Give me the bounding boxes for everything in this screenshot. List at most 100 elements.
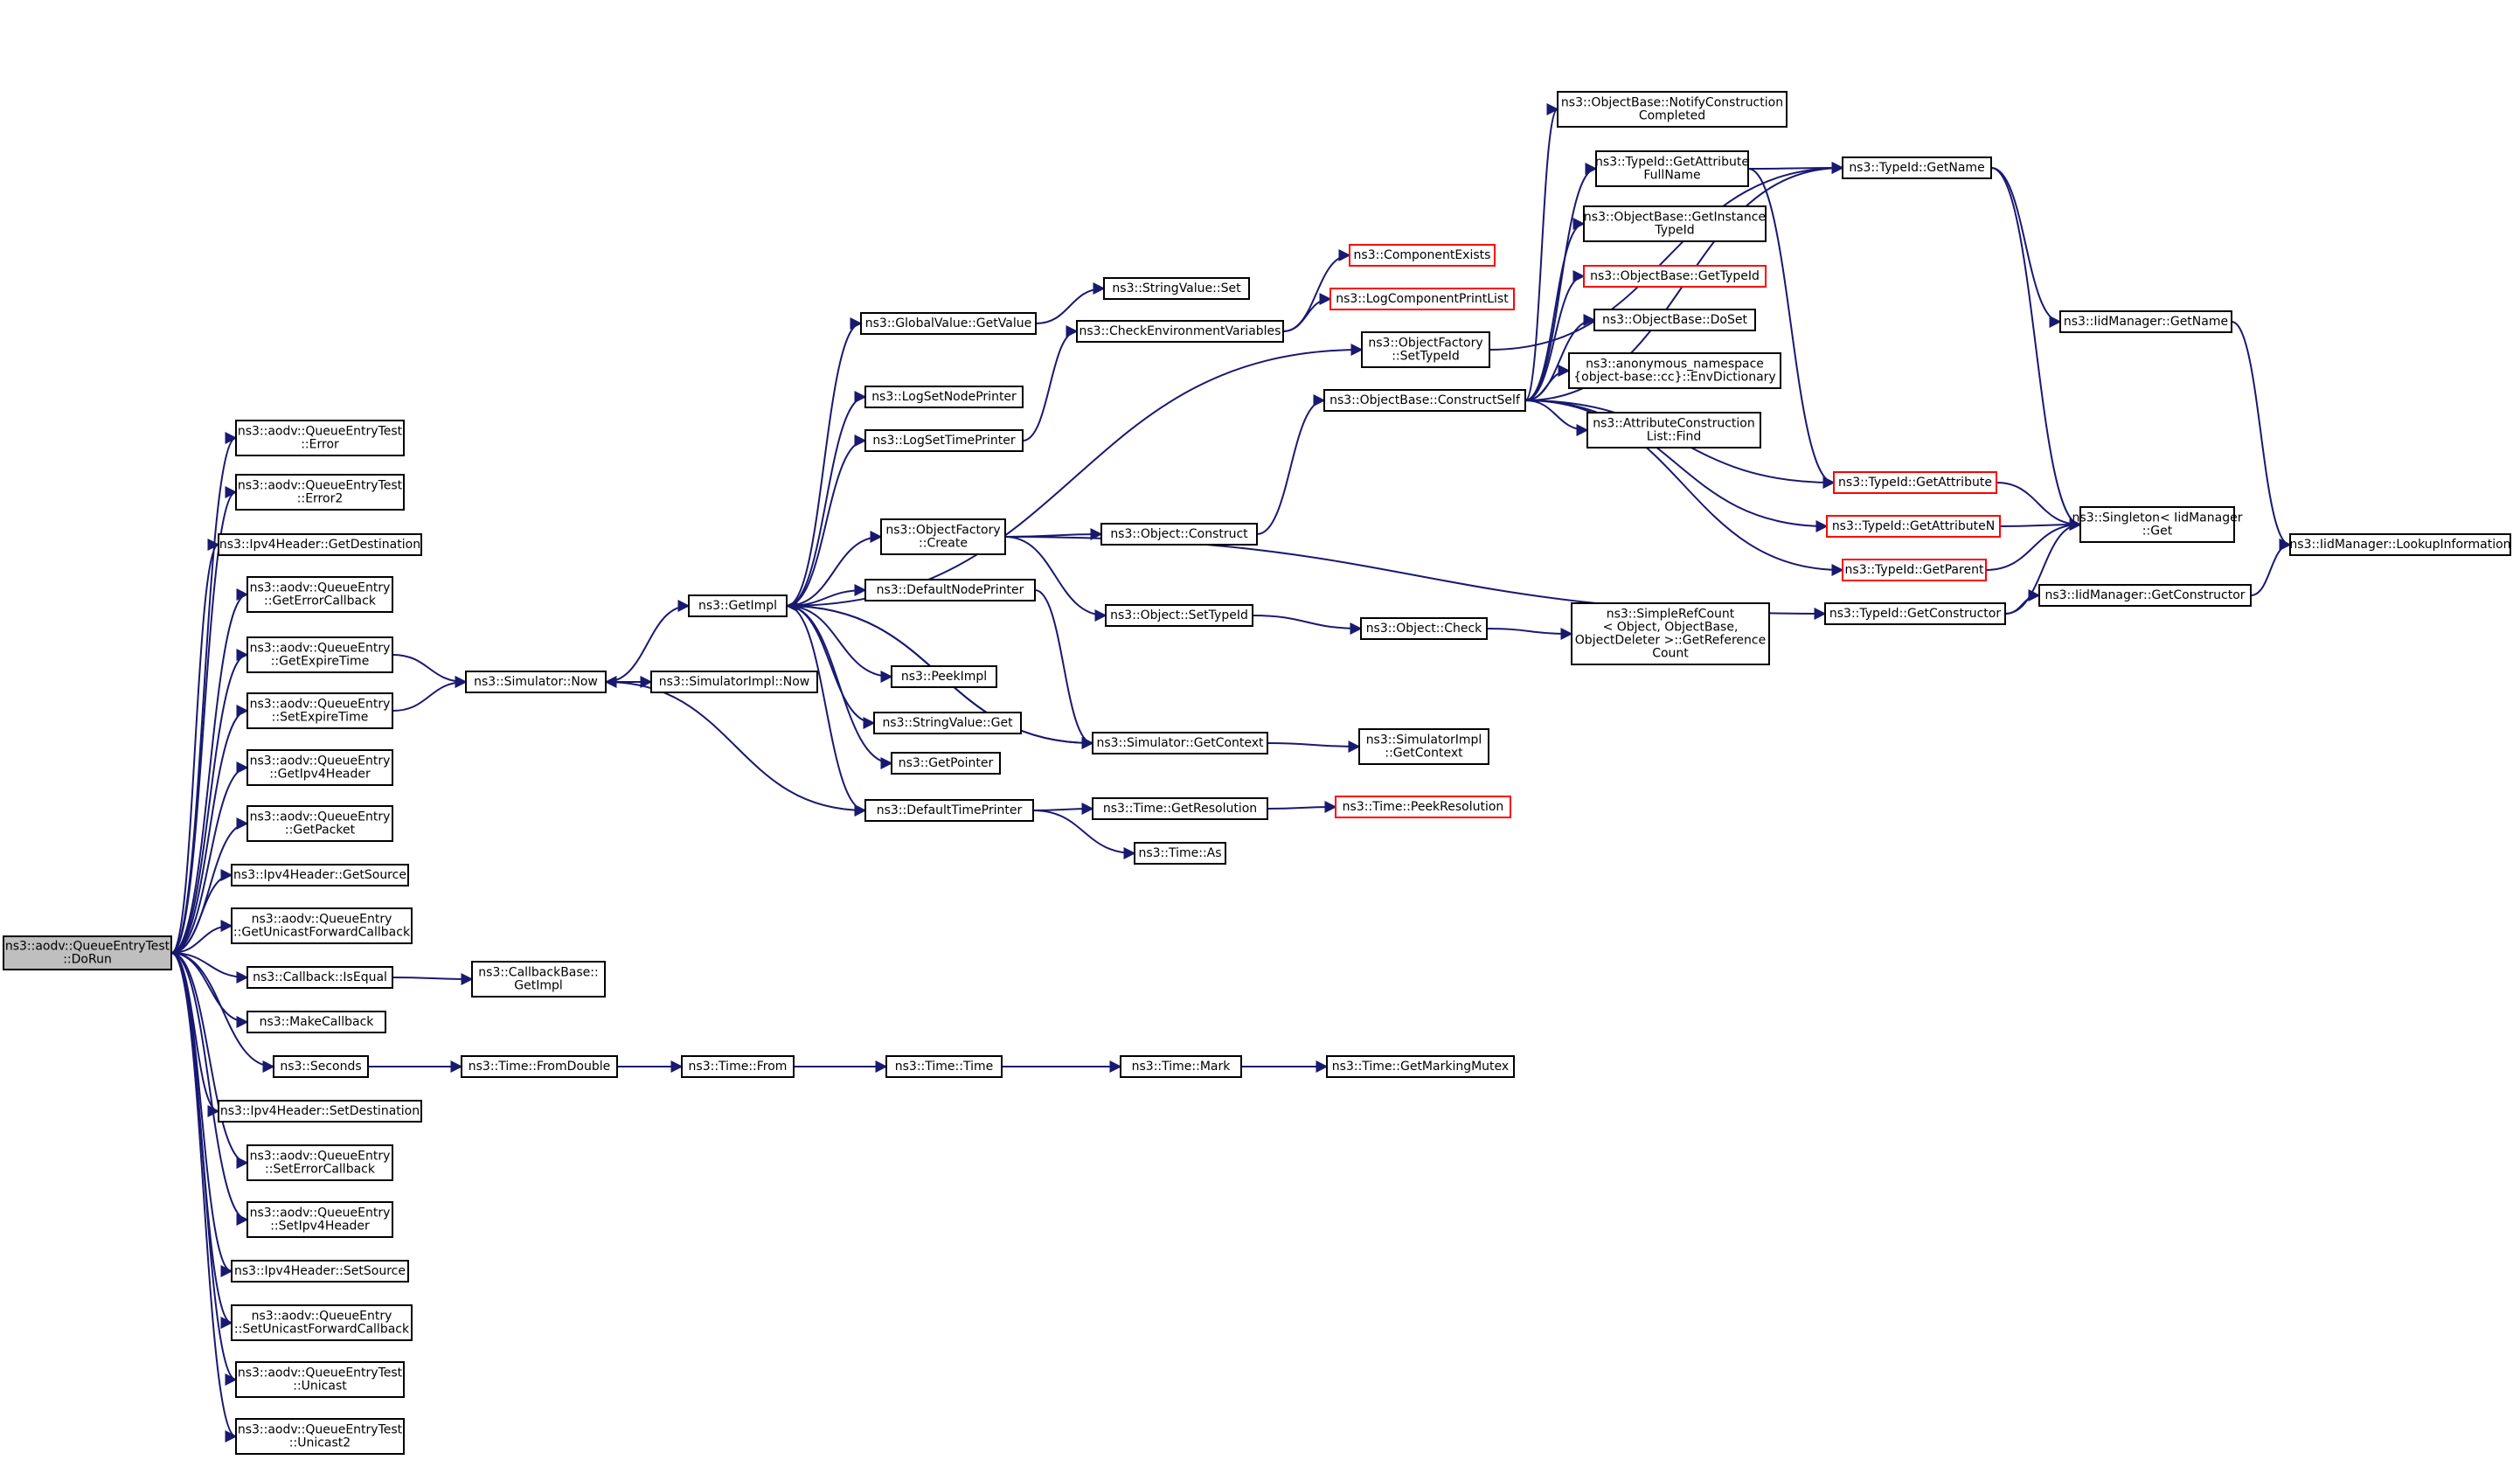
node-svget[interactable]: ns3::StringValue::Get xyxy=(873,712,1022,734)
node-simimplgetctx[interactable]: ns3::SimulatorImpl::GetContext xyxy=(1358,728,1489,765)
node-objsettypeid[interactable]: ns3::Object::SetTypeId xyxy=(1105,604,1253,627)
node-logcompprint[interactable]: ns3::LogComponentPrintList xyxy=(1329,288,1515,310)
node-unicast[interactable]: ns3::aodv::QueueEntryTest::Unicast xyxy=(235,1361,405,1398)
node-ipv4getdest[interactable]: ns3::Ipv4Header::GetDestination xyxy=(218,533,422,556)
node-makecb[interactable]: ns3::MakeCallback xyxy=(246,1011,386,1033)
node-ipv4setdest[interactable]: ns3::Ipv4Header::SetDestination xyxy=(218,1100,422,1123)
node-objconstruct[interactable]: ns3::Object::Construct xyxy=(1100,523,1258,546)
node-objcheck[interactable]: ns3::Object::Check xyxy=(1360,617,1488,640)
node-tidgetctor[interactable]: ns3::TypeId::GetConstructor xyxy=(1824,602,2006,625)
node-timeas[interactable]: ns3::Time::As xyxy=(1134,842,1226,865)
node-cbgetimpl[interactable]: ns3::CallbackBase::GetImpl xyxy=(471,961,606,998)
node-simnow[interactable]: ns3::Simulator::Now xyxy=(465,671,607,693)
node-label: ns3::Time::GetResolution xyxy=(1103,802,1257,816)
node-iidlookup[interactable]: ns3::IidManager::LookupInformation xyxy=(2289,533,2511,556)
node-box xyxy=(1586,412,1761,448)
call-edge-tidgetattrfull-to-tidgetattr xyxy=(1747,168,1836,489)
node-obdoset[interactable]: ns3::ObjectBase::DoSet xyxy=(1593,309,1756,331)
node-tidgetattrn[interactable]: ns3::TypeId::GetAttributeN xyxy=(1826,515,2001,538)
node-iidgetctor[interactable]: ns3::IidManager::GetConstructor xyxy=(2038,584,2252,607)
node-fromdouble[interactable]: ns3::Time::FromDouble xyxy=(461,1055,618,1078)
node-isequal[interactable]: ns3::Callback::IsEqual xyxy=(246,966,393,989)
node-tidgetattr[interactable]: ns3::TypeId::GetAttribute xyxy=(1833,471,1997,494)
node-ipv4setsrc[interactable]: ns3::Ipv4Header::SetSource xyxy=(231,1260,409,1283)
node-markmutex[interactable]: ns3::Time::GetMarkingMutex xyxy=(1326,1055,1515,1078)
node-box xyxy=(231,1260,409,1283)
node-timegetres[interactable]: ns3::Time::GetResolution xyxy=(1092,797,1268,820)
node-setexpire[interactable]: ns3::aodv::QueueEntry::SetExpireTime xyxy=(246,692,393,729)
call-edge-root-to-error2 xyxy=(170,486,238,954)
node-box xyxy=(864,579,1036,601)
node-seterrcb[interactable]: ns3::aodv::QueueEntry::SetErrorCallback xyxy=(246,1144,393,1181)
node-peekimpl[interactable]: ns3::PeekImpl xyxy=(891,665,997,688)
node-box xyxy=(3,935,172,970)
node-box xyxy=(1349,244,1496,267)
node-getpointer[interactable]: ns3::GetPointer xyxy=(891,752,1001,775)
node-root[interactable]: ns3::aodv::QueueEntryTest::DoRun xyxy=(3,935,172,970)
node-tidgetname[interactable]: ns3::TypeId::GetName xyxy=(1842,156,1992,179)
node-timetime[interactable]: ns3::Time::Time xyxy=(885,1055,1003,1078)
node-box xyxy=(885,1055,1003,1078)
node-box xyxy=(1842,559,1987,581)
node-tidgetparent[interactable]: ns3::TypeId::GetParent xyxy=(1842,559,1987,581)
node-simimplnow[interactable]: ns3::SimulatorImpl::Now xyxy=(650,671,818,693)
call-edge-getimpl-to-logsetnode xyxy=(786,391,867,607)
node-mark[interactable]: ns3::Time::Mark xyxy=(1120,1055,1242,1078)
node-box xyxy=(246,966,393,989)
node-svset[interactable]: ns3::StringValue::Set xyxy=(1103,277,1250,300)
node-logsettime[interactable]: ns3::LogSetTimePrinter xyxy=(864,429,1024,452)
node-label: ns3::Callback::IsEqual xyxy=(253,970,387,984)
node-iidgetname[interactable]: ns3::IidManager::GetName xyxy=(2059,310,2232,333)
node-setipv4hdr[interactable]: ns3::aodv::QueueEntry::SetIpv4Header xyxy=(246,1201,393,1238)
node-box xyxy=(1842,156,1992,179)
node-error[interactable]: ns3::aodv::QueueEntryTest::Error xyxy=(235,420,405,456)
node-unicast2[interactable]: ns3::aodv::QueueEntryTest::Unicast2 xyxy=(235,1418,405,1455)
node-label: ns3::LogComponentPrintList xyxy=(1336,292,1509,306)
node-obgettypeid[interactable]: ns3::ObjectBase::GetTypeId xyxy=(1583,265,1767,288)
node-obconstructself[interactable]: ns3::ObjectBase::ConstructSelf xyxy=(1323,389,1526,412)
node-box xyxy=(1595,150,1749,187)
node-label: ns3::AttributeConstruction xyxy=(1593,417,1754,431)
node-ofcreate[interactable]: ns3::ObjectFactory::Create xyxy=(880,518,1006,555)
node-label: ns3::Ipv4Header::GetDestination xyxy=(219,538,420,552)
node-label: ns3::TypeId::GetParent xyxy=(1845,563,1984,577)
node-geterrcb[interactable]: ns3::aodv::QueueEntry::GetErrorCallback xyxy=(246,576,393,613)
node-singleton[interactable]: ns3::Singleton< IidManager::Get xyxy=(2072,506,2243,543)
node-getucb[interactable]: ns3::aodv::QueueEntry::GetUnicastForward… xyxy=(231,907,413,944)
node-gvgetvalue[interactable]: ns3::GlobalValue::GetValue xyxy=(860,312,1037,335)
node-ofsettypeid[interactable]: ns3::ObjectFactory::SetTypeId xyxy=(1361,331,1490,368)
node-box xyxy=(246,636,393,673)
node-setucb[interactable]: ns3::aodv::QueueEntry::SetUnicastForward… xyxy=(231,1304,413,1341)
node-getimpl[interactable]: ns3::GetImpl xyxy=(688,594,788,617)
node-box xyxy=(681,1055,795,1078)
node-logsetnode[interactable]: ns3::LogSetNodePrinter xyxy=(864,386,1024,408)
node-obnotify[interactable]: ns3::ObjectBase::NotifyConstructionCompl… xyxy=(1557,91,1788,128)
node-box xyxy=(873,712,1022,734)
node-label: ns3::Seconds xyxy=(280,1060,361,1074)
node-simplerefcount[interactable]: ns3::SimpleRefCount< Object, ObjectBase,… xyxy=(1571,602,1770,665)
node-deftimeprinter[interactable]: ns3::DefaultTimePrinter xyxy=(864,799,1034,822)
node-getipv4hdr[interactable]: ns3::aodv::QueueEntry::GetIpv4Header xyxy=(246,749,393,786)
node-seconds[interactable]: ns3::Seconds xyxy=(273,1055,369,1078)
node-box xyxy=(1557,91,1788,128)
node-simgetctx[interactable]: ns3::Simulator::GetContext xyxy=(1092,732,1268,754)
node-defnodeprinter[interactable]: ns3::DefaultNodePrinter xyxy=(864,579,1036,601)
call-edge-root-to-seconds xyxy=(170,952,275,1073)
node-error2[interactable]: ns3::aodv::QueueEntryTest::Error2 xyxy=(235,474,405,511)
node-timepeekres[interactable]: ns3::Time::PeekResolution xyxy=(1335,796,1511,818)
node-getexpire[interactable]: ns3::aodv::QueueEntry::GetExpireTime xyxy=(246,636,393,673)
node-from[interactable]: ns3::Time::From xyxy=(681,1055,795,1078)
node-label: ns3::Time::GetMarkingMutex xyxy=(1332,1060,1509,1074)
node-label: Completed xyxy=(1639,109,1705,123)
node-checkenv[interactable]: ns3::CheckEnvironmentVariables xyxy=(1076,320,1284,343)
node-getpacket[interactable]: ns3::aodv::QueueEntry::GetPacket xyxy=(246,805,393,842)
node-box xyxy=(231,1304,413,1341)
call-edge-obconstructself-to-obgetinst xyxy=(1524,218,1586,401)
node-anonenv[interactable]: ns3::anonymous_namespace{object-base::cc… xyxy=(1568,352,1781,389)
call-edge-getexpire-to-simnow xyxy=(392,654,468,688)
node-ipv4getsrc[interactable]: ns3::Ipv4Header::GetSource xyxy=(231,864,409,886)
node-compexists[interactable]: ns3::ComponentExists xyxy=(1349,244,1496,267)
